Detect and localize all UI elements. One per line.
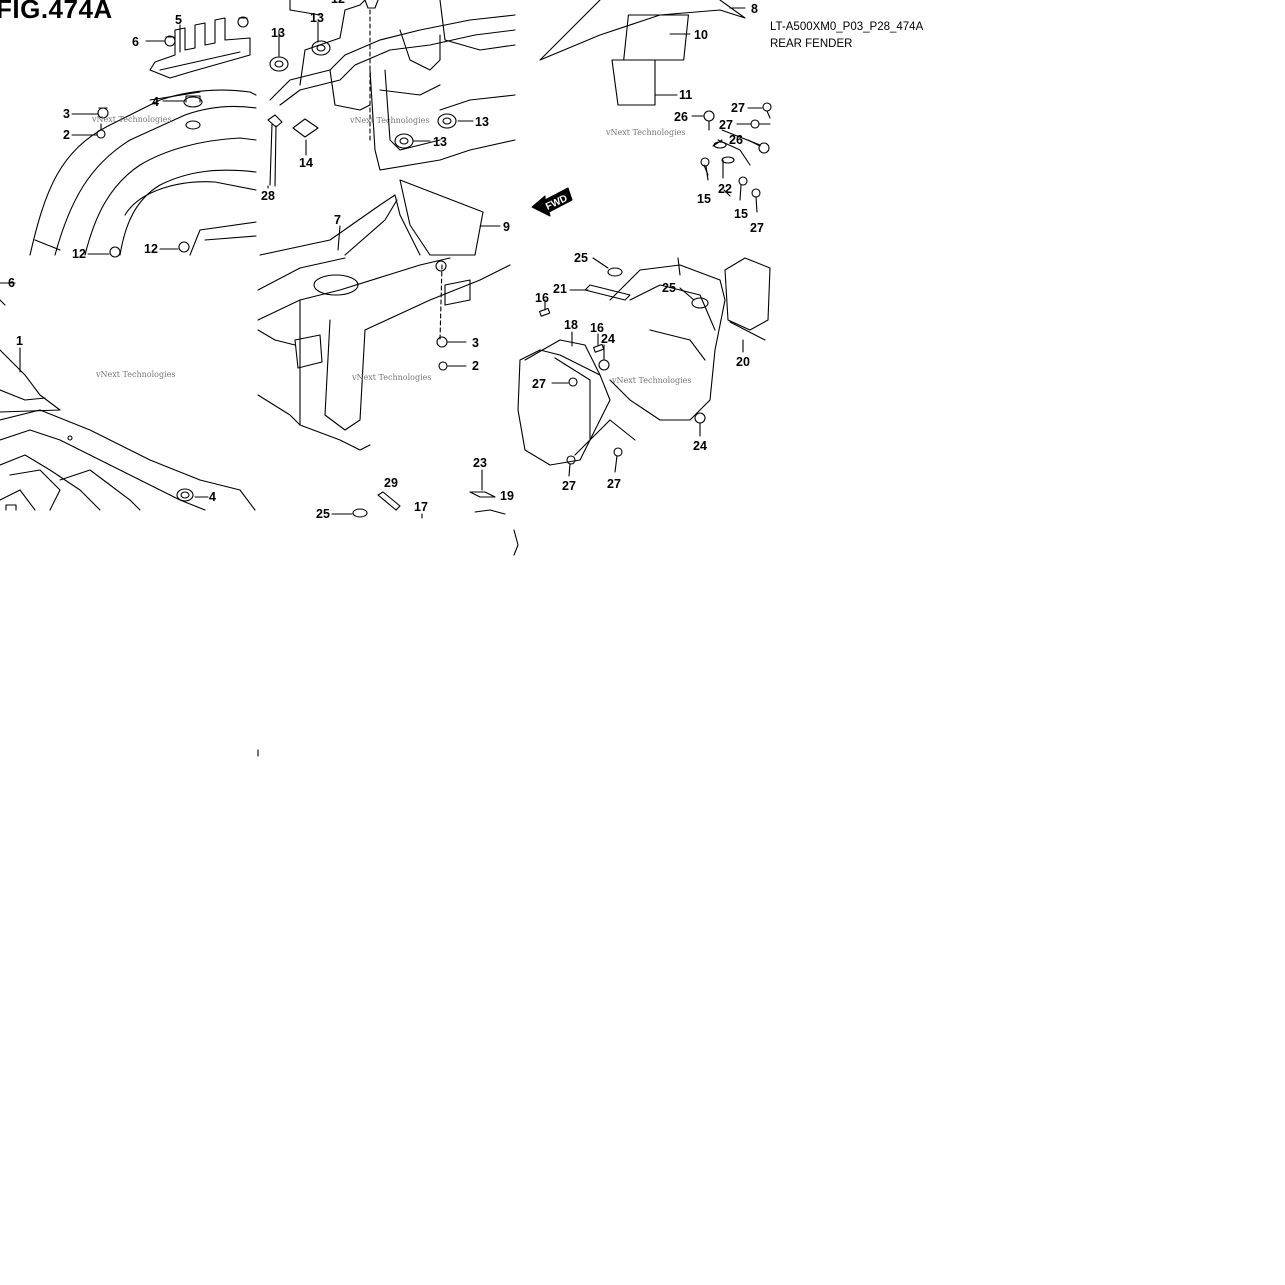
callout-27: 27: [607, 477, 621, 491]
drawing-fender-front-left: vNext Technologies: [29, 16, 257, 258]
callout-10: 10: [694, 28, 708, 42]
callout-13: 13: [271, 26, 285, 40]
callout-5: 5: [175, 13, 182, 27]
callout-15: 15: [734, 207, 748, 221]
callout-15: 15: [697, 192, 711, 206]
callout-24: 24: [601, 332, 615, 346]
watermark-6: vNext Technologies: [611, 376, 691, 385]
callout-12: 12: [331, 0, 345, 6]
callout-6: 6: [132, 35, 139, 49]
drawing-fender-flap-top-right: FWD vNext Technologies: [531, 0, 772, 217]
callout-20: 20: [736, 355, 750, 369]
callout-8: 8: [751, 2, 758, 16]
callout-13: 13: [433, 135, 447, 149]
fwd-direction-label: FWD: [544, 193, 569, 213]
callout-21: 21: [553, 282, 567, 296]
callout-27: 27: [719, 118, 733, 132]
callout-25: 25: [662, 281, 676, 295]
callout-27: 27: [750, 221, 764, 235]
callout-25: 25: [316, 507, 330, 521]
callout-4: 4: [209, 490, 216, 504]
callout-16: 16: [590, 321, 604, 335]
callout-18: 18: [564, 318, 578, 332]
callout-19: 19: [500, 489, 514, 503]
callout-14: 14: [299, 156, 313, 170]
callout-27: 27: [532, 377, 546, 391]
callout-12: 12: [144, 242, 158, 256]
callout-13: 13: [475, 115, 489, 129]
callout-9: 9: [503, 220, 510, 234]
watermark-1: vNext Technologies: [91, 115, 171, 124]
callout-24: 24: [693, 439, 707, 453]
callout-4: 4: [152, 95, 159, 109]
callout-26: 26: [729, 133, 743, 147]
diagram-code: LT-A500XM0_P03_P28_474A: [770, 21, 924, 33]
callout-27: 27: [562, 479, 576, 493]
callout-3: 3: [63, 107, 70, 121]
drawing-fender-rear-lower: vNext Technologies: [257, 257, 511, 757]
callout-7: 7: [334, 213, 341, 227]
callout-27: 27: [731, 101, 745, 115]
drawing-rear-fender-main: vNext Technologies: [0, 282, 256, 511]
drawing-rear-storage-box: vNext Technologies: [513, 257, 771, 556]
drawing-frame-upper: vNext Technologies: [259, 0, 516, 256]
callout-1: 1: [16, 334, 23, 348]
watermark-2: vNext Technologies: [349, 116, 429, 125]
callout-11: 11: [679, 88, 692, 102]
figure-title: FIG.474A: [0, 0, 113, 24]
callout-3: 3: [472, 336, 479, 350]
callout-16: 16: [535, 291, 549, 305]
watermark-4: vNext Technologies: [95, 370, 175, 379]
watermark-3: vNext Technologies: [605, 128, 685, 137]
callout-29: 29: [384, 476, 398, 490]
callout-13: 13: [310, 11, 324, 25]
watermark-5: vNext Technologies: [351, 373, 431, 382]
callout-6: 6: [8, 276, 15, 290]
callout-labels: 5 6 3 2 4 12 12 12 13 13 13 13 14 28 7 9…: [8, 0, 764, 521]
callout-22: 22: [718, 182, 732, 196]
callout-25: 25: [574, 251, 588, 265]
diagram-subtitle: REAR FENDER: [770, 38, 853, 50]
callout-12: 12: [72, 247, 86, 261]
callout-26: 26: [674, 110, 688, 124]
callout-2: 2: [63, 128, 70, 142]
callout-2: 2: [472, 359, 479, 373]
callout-23: 23: [473, 456, 487, 470]
callout-17: 17: [414, 500, 428, 514]
callout-28: 28: [261, 189, 275, 203]
